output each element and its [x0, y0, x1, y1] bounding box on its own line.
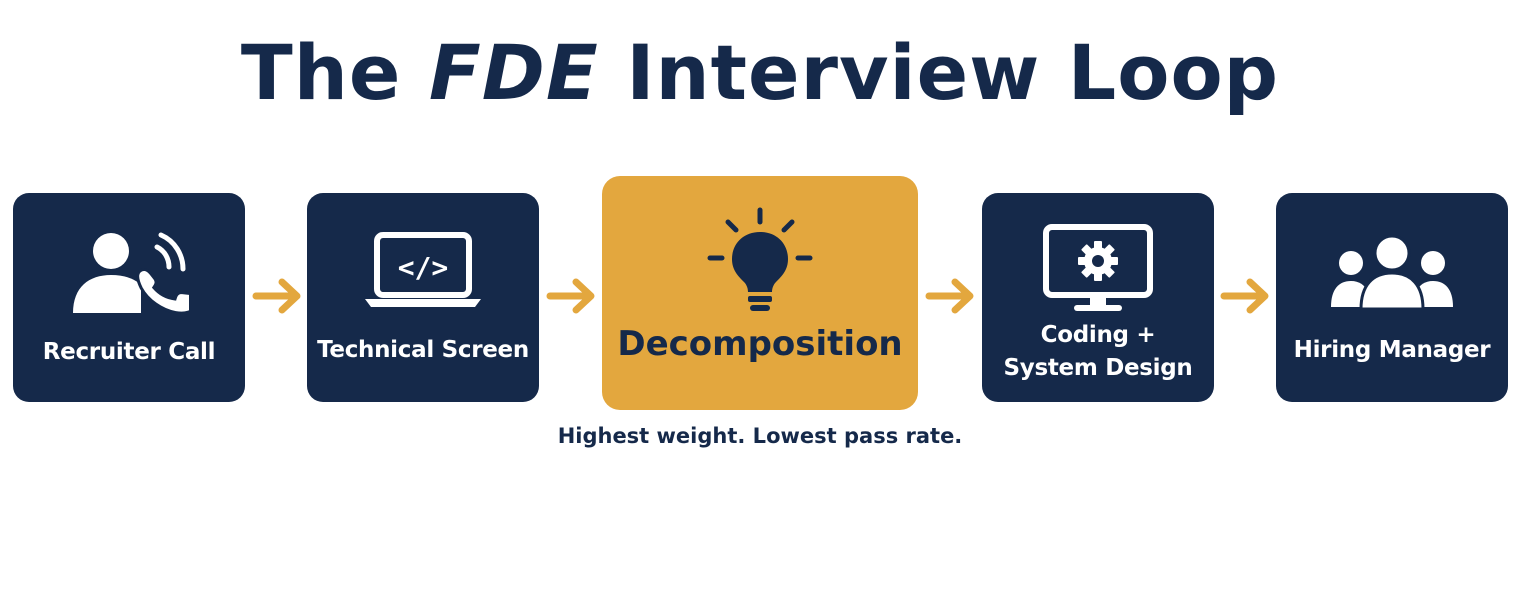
highlight-note: Highest weight. Lowest pass rate. [557, 424, 963, 448]
arrow-right-icon [546, 278, 595, 314]
title-suffix: Interview Loop [626, 28, 1280, 117]
arrow-right-icon [925, 278, 974, 314]
stage-label: Recruiter Call [42, 339, 216, 365]
stage-recruiter-call: Recruiter Call [13, 193, 245, 402]
person-phone-icon [13, 227, 245, 317]
page-title: The FDE Interview Loop [0, 28, 1520, 117]
stage-coding-system-design: Coding + System Design [982, 193, 1214, 402]
svg-text:</>: </> [398, 251, 449, 284]
stage-label: Technical Screen [317, 337, 529, 363]
arrow-right-icon [1220, 278, 1269, 314]
laptop-code-icon: </> [307, 231, 539, 311]
stage-label: Decomposition [617, 324, 903, 364]
stage-label-line-2: System Design [1003, 355, 1193, 381]
monitor-gear-icon [982, 223, 1214, 313]
title-prefix: The [240, 28, 402, 117]
stage-label-line-1: Coding + [1040, 322, 1156, 348]
stage-technical-screen: </> Technical Screen [307, 193, 539, 402]
stage-label: Hiring Manager [1293, 337, 1491, 363]
lightbulb-icon [602, 206, 918, 316]
arrow-right-icon [252, 278, 301, 314]
title-accent: FDE [428, 28, 599, 117]
stage-hiring-manager: Hiring Manager [1276, 193, 1508, 402]
people-group-icon [1276, 233, 1508, 313]
stage-decomposition: Decomposition [602, 176, 918, 410]
